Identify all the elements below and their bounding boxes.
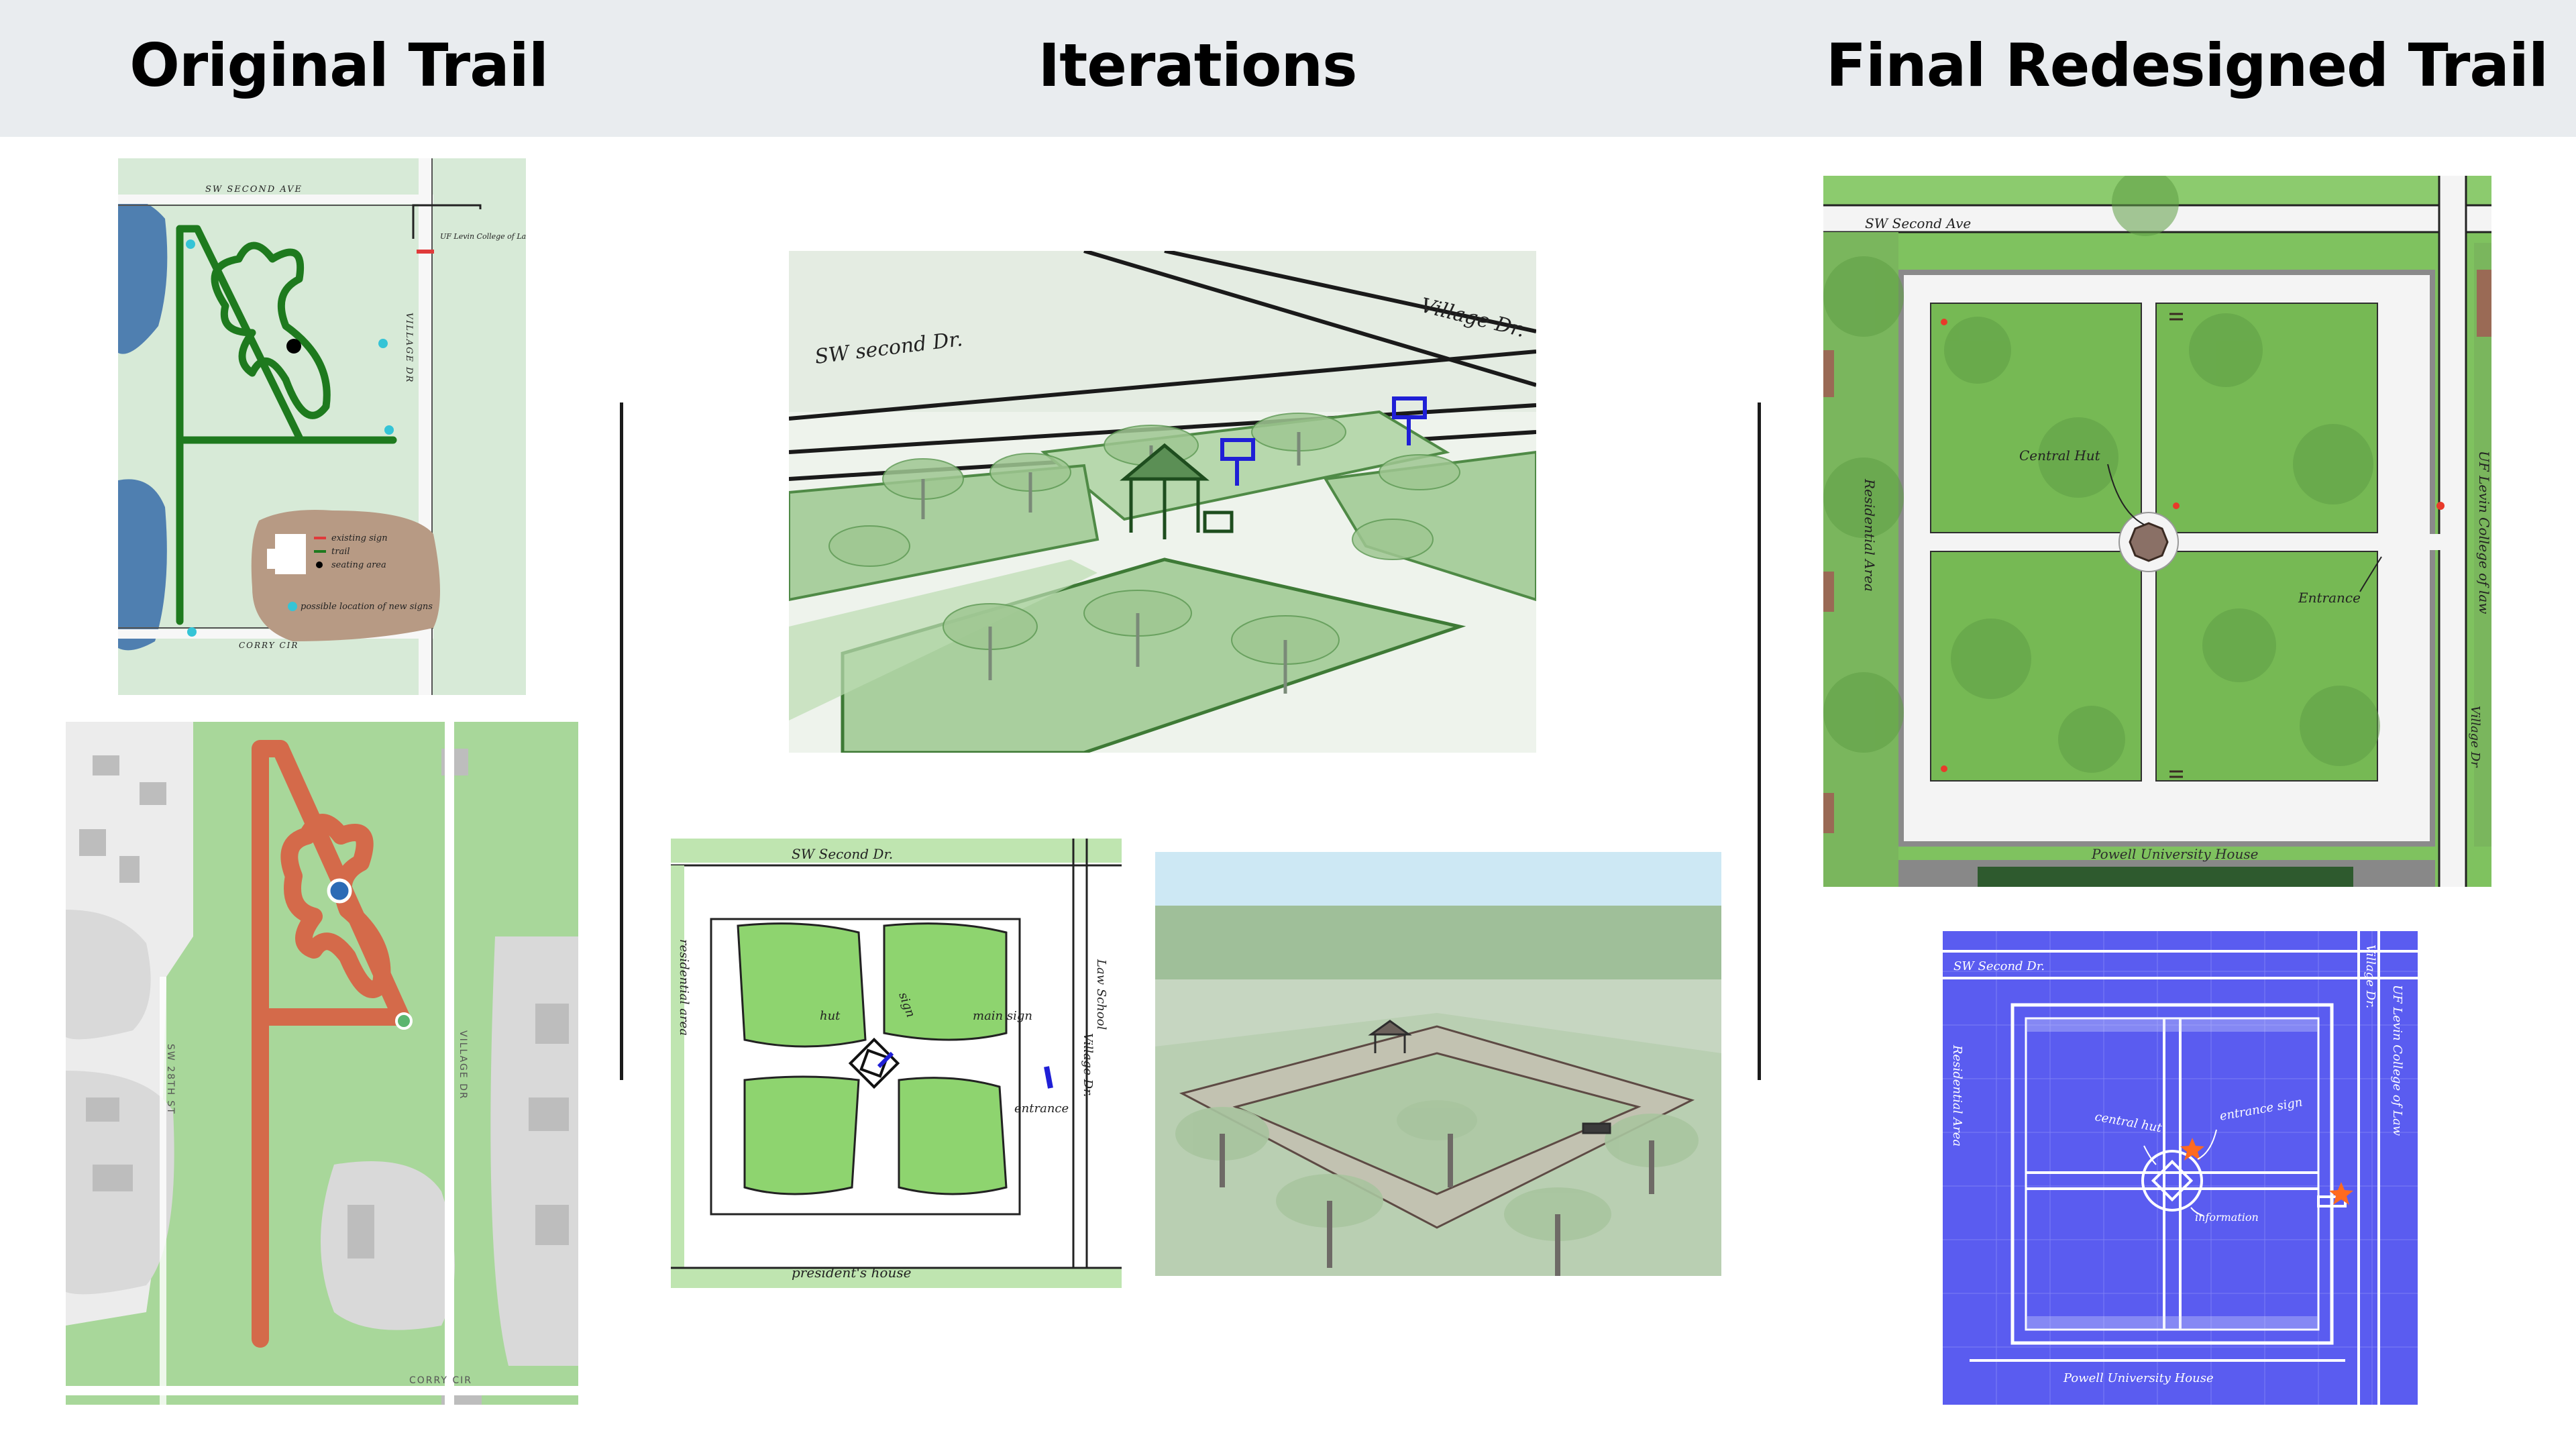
original-trail-title: Original Trail bbox=[129, 31, 549, 100]
blueprint-sketch: SW Second Dr. Residential Area Village D… bbox=[1943, 931, 2418, 1405]
iteration-plan-sketch: SW Second Dr. residential area Law Schoo… bbox=[671, 839, 1122, 1288]
blueprint-village-dr: Village Dr. bbox=[2363, 945, 2377, 1008]
blueprint-college-of-law: UF Levin College of Law bbox=[2390, 985, 2404, 1136]
final-village-dr: Village Dr bbox=[2468, 706, 2482, 768]
legend-existing-sign: existing sign bbox=[331, 533, 388, 543]
plan-village-dr: Village Dr. bbox=[1081, 1033, 1095, 1097]
iteration-perspective-render bbox=[1155, 852, 1721, 1276]
street-corry-cir-map: CORRY CIR bbox=[409, 1375, 472, 1386]
column-divider-left bbox=[620, 402, 623, 1080]
iteration-perspective-sketch: SW second Dr. Village Dr. bbox=[789, 251, 1536, 753]
final-redesigned-trail-title: Final Redesigned Trail bbox=[1825, 31, 2548, 100]
final-central-hut: Central Hut bbox=[2019, 447, 2101, 464]
street-village-dr-map: VILLAGE DR bbox=[458, 1030, 468, 1100]
header-bar bbox=[0, 0, 2576, 137]
final-redesigned-trail-map: SW Second Ave Central Hut Entrance Resid… bbox=[1823, 176, 2491, 887]
plan-street-top: SW Second Dr. bbox=[792, 846, 893, 862]
plan-law-school: Law School bbox=[1094, 959, 1108, 1030]
column-divider-right bbox=[1758, 402, 1761, 1080]
final-residential-area: Residential Area bbox=[1862, 478, 1878, 592]
street-corry-cir: CORRY CIR bbox=[239, 641, 299, 650]
final-powell-house: Powell University House bbox=[2091, 846, 2258, 862]
blueprint-residential-area: Residential Area bbox=[1950, 1044, 1964, 1146]
original-trail-sketch: existing sign trail seating area possibl… bbox=[118, 158, 526, 695]
street-village-dr: VILLAGE DR bbox=[404, 313, 414, 383]
plan-entrance: entrance bbox=[1014, 1102, 1069, 1116]
street-sw-28th-st: SW 28TH ST bbox=[165, 1044, 176, 1115]
plan-hut: hut bbox=[820, 1009, 841, 1023]
legend-new-signs: possible location of new signs bbox=[301, 602, 433, 612]
legend-trail: trail bbox=[331, 547, 350, 557]
final-street-top: SW Second Ave bbox=[1865, 215, 1971, 231]
plan-presidents-house: president's house bbox=[792, 1265, 911, 1281]
iterations-title: Iterations bbox=[1038, 31, 1358, 100]
blueprint-street-top: SW Second Dr. bbox=[1953, 959, 2045, 973]
original-trail-gps-map: SW 28TH ST VILLAGE DR CORRY CIR bbox=[66, 722, 578, 1405]
final-college-of-law: UF Levin College of law bbox=[2476, 451, 2491, 614]
plan-residential-area: residential area bbox=[677, 939, 691, 1036]
legend-seating-area: seating area bbox=[331, 560, 386, 570]
blueprint-powell-house: Powell University House bbox=[2063, 1371, 2214, 1385]
label-college-of-law: UF Levin College of Law bbox=[440, 232, 526, 241]
plan-main-sign: main sign bbox=[973, 1009, 1032, 1023]
final-entrance: Entrance bbox=[2298, 590, 2361, 606]
blueprint-information: information bbox=[2195, 1211, 2259, 1224]
street-sw-second-ave: SW SECOND AVE bbox=[205, 184, 303, 195]
